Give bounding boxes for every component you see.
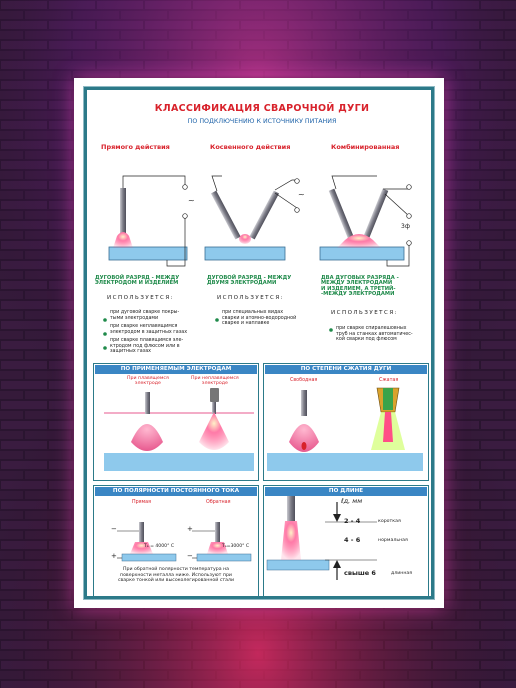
tilde-symbol: ~	[188, 196, 195, 205]
plus-sign: +	[187, 525, 193, 533]
uses-label: ИСПОЛЬЗУЕТСЯ:	[217, 295, 285, 301]
electrodes-panel	[93, 363, 259, 481]
combined-header: Комбинированная	[331, 143, 400, 151]
length-label-long: длинная	[391, 571, 413, 576]
welding-arc-poster: КЛАССИФИКАЦИЯ СВАРОЧНОЙ ДУГИ ПО ПОДКЛЮЧЕ…	[74, 78, 444, 608]
polarity-diagram	[117, 522, 252, 562]
temp-straight: Tₐ = 4000° C	[144, 544, 175, 549]
length-label-short: короткая	[378, 519, 401, 524]
free-arc-label: Свободная	[290, 378, 318, 383]
polarity-panel	[93, 485, 259, 597]
length-panel	[263, 485, 429, 597]
direct-use-1: при дуговой сварке покры-тыми электродам…	[110, 310, 180, 321]
uses-label: ИСПОЛЬЗУЕТСЯ:	[331, 310, 399, 316]
length-range-long: свыше 6	[344, 569, 376, 577]
reverse-polarity-label: Обратная	[206, 500, 231, 505]
length-label-normal: нормальная	[378, 538, 408, 543]
indirect-arc-diagram	[204, 175, 300, 261]
minus-sign: −	[187, 552, 193, 560]
compression-header: ПО СТЕПЕНИ СЖАТИЯ ДУГИ	[265, 365, 427, 374]
minus-sign: −	[111, 525, 117, 533]
three-phase-label: 3ф	[401, 223, 410, 230]
poster-diagrams	[103, 175, 423, 580]
uses-label: ИСПОЛЬЗУЕТСЯ:	[107, 295, 175, 301]
compression-diagram	[267, 387, 423, 471]
temp-reverse: Tₐ=3000° C	[222, 544, 250, 549]
length-range-short: 2 - 4	[344, 517, 361, 525]
electrodes-diagram	[104, 388, 254, 471]
use-bullets	[103, 318, 333, 350]
poster-frame: КЛАССИФИКАЦИЯ СВАРОЧНОЙ ДУГИ ПО ПОДКЛЮЧЕ…	[83, 86, 435, 600]
tilde-symbol: ~	[298, 190, 305, 199]
compression-panel	[263, 363, 429, 481]
length-unit: ℓд, мм	[341, 497, 363, 505]
length-header: ПО ДЛИНЕ	[265, 487, 427, 496]
direct-header: Прямого действия	[101, 143, 170, 151]
polarity-header: ПО ПОЛЯРНОСТИ ПОСТОЯННОГО ТОКА	[95, 487, 257, 496]
length-range-normal: 4 - 6	[344, 536, 361, 544]
poster-subtitle: ПО ПОДКЛЮЧЕНИЮ К ИСТОЧНИКУ ПИТАНИЯ	[187, 118, 337, 125]
direct-arc-diagram	[108, 175, 188, 267]
length-diagram	[266, 495, 377, 580]
electrodes-header: ПО ПРИМЕНЯЕМЫМ ЭЛЕКТРОДАМ	[95, 365, 257, 374]
combined-arc-diagram	[319, 175, 412, 267]
poster-title: КЛАССИФИКАЦИЯ СВАРОЧНОЙ ДУГИ	[154, 103, 370, 114]
direct-use-3: при сварке плавящимся эле-ктродом под фл…	[110, 338, 184, 355]
plus-sign: +	[111, 552, 117, 560]
indirect-header: Косвенного действия	[210, 143, 291, 151]
straight-polarity-label: Прямая	[132, 500, 151, 505]
compressed-arc-label: Сжатая	[379, 378, 399, 383]
